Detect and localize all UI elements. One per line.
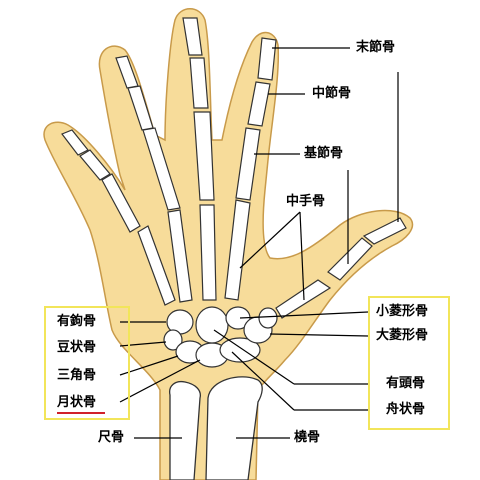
radius-bone — [205, 376, 263, 480]
thumb — [327, 217, 407, 281]
hand-silhouette — [43, 8, 414, 480]
middle-distal — [182, 17, 203, 56]
label-metacarpal: 中手骨 — [286, 194, 326, 209]
little-distal — [61, 129, 89, 156]
metacarpal-2 — [224, 199, 251, 301]
metacarpal-4 — [167, 209, 193, 303]
leader-trapezium — [269, 333, 369, 337]
middle-middle — [189, 57, 209, 109]
leader-metacarpal-a — [239, 211, 301, 269]
lunate-underline — [57, 412, 105, 414]
leader-capitate — [213, 329, 295, 385]
label-lunate: 月状骨 — [57, 395, 97, 410]
leader-scaphoid — [231, 351, 295, 411]
label-trapezium: 大菱形骨 — [376, 328, 429, 343]
little-finger — [61, 129, 141, 233]
middle-finger — [182, 17, 215, 201]
index-middle — [247, 81, 271, 127]
thumb-distal — [362, 217, 407, 245]
label-ulna: 尺骨 — [98, 430, 125, 445]
label-triquetrum: 三角骨 — [57, 368, 97, 383]
leader-lines — [119, 47, 399, 439]
metacarpal-bones — [137, 199, 332, 319]
ulna-bone — [169, 380, 201, 480]
little-middle — [79, 149, 111, 181]
metacarpal-3 — [199, 204, 217, 301]
leader-metacarpal-b — [299, 211, 305, 301]
label-capitate: 有頭骨 — [386, 376, 426, 391]
metacarpal-5 — [137, 225, 176, 306]
scaphoid-bone — [219, 337, 261, 363]
leader-lunate — [119, 359, 201, 403]
leader-pisiform — [119, 341, 167, 347]
right-label-box — [368, 296, 450, 430]
label-hamate: 有鉤骨 — [57, 314, 97, 329]
label-middle-phalanx: 中節骨 — [312, 86, 352, 101]
little-proximal — [101, 173, 141, 233]
label-pisiform: 豆状骨 — [57, 340, 97, 355]
capitate-bone — [195, 306, 229, 344]
label-proximal-phalanx: 基節骨 — [304, 146, 344, 161]
leader-trapezoid — [239, 311, 369, 319]
thumb-proximal — [327, 237, 373, 281]
left-label-box — [44, 306, 130, 420]
index-distal — [257, 37, 277, 81]
pisiform-bone — [163, 329, 183, 351]
metacarpal-1 — [275, 279, 332, 319]
label-distal-phalanx: 末節骨 — [356, 40, 396, 55]
label-radius: 橈骨 — [294, 430, 321, 445]
middle-proximal — [193, 111, 215, 201]
index-proximal — [235, 127, 261, 201]
ring-distal — [115, 55, 139, 89]
trapezium-bone-b — [258, 307, 278, 329]
index-finger — [235, 37, 277, 201]
carpal-bones — [163, 306, 278, 368]
label-scaphoid: 舟状骨 — [386, 402, 426, 417]
label-trapezoid: 小菱形骨 — [376, 304, 429, 319]
ring-finger — [115, 55, 181, 211]
